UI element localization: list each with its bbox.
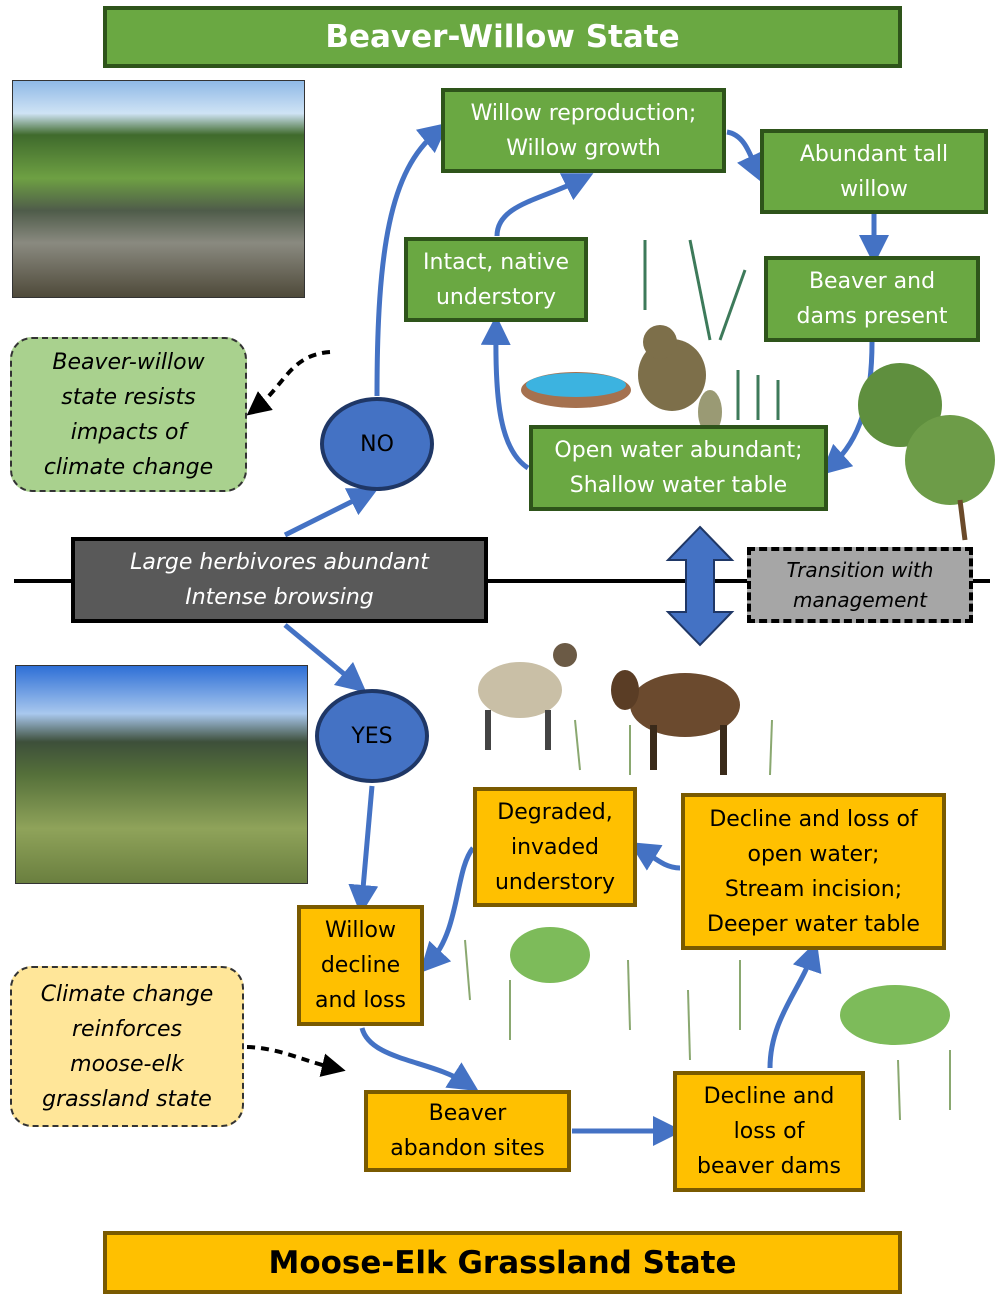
arrow-from-reinforces-callout (246, 1045, 346, 1077)
moose-elk-grassland-title: Moose-Elk Grassland State (103, 1231, 902, 1294)
transition-double-arrow (665, 525, 735, 647)
transition-with-management-box: Transition with management (747, 547, 973, 623)
arrow-degraded-to-willow (419, 846, 476, 973)
arrow-water-to-understory (480, 315, 530, 471)
trees-illustration (858, 363, 995, 541)
shrub-illustration (510, 927, 950, 1045)
willow-reproduction-box: Willow reproduction; Willow growth (441, 88, 726, 173)
no-decision-circle: NO (320, 397, 434, 491)
arrow-understory-to-repro (494, 173, 594, 237)
beaver-abandon-sites-box: Beaver abandon sites (364, 1090, 571, 1172)
abundant-tall-willow-box: Abundant tall willow (760, 129, 988, 214)
arrow-willow-to-abandon (359, 1027, 479, 1092)
decline-beaver-dams-box: Decline and loss of beaver dams (673, 1071, 865, 1192)
arrow-dams-to-water-loss (767, 940, 822, 1069)
arrow-yes-to-willow-decline (348, 785, 379, 915)
reinforces-grassland-callout: Climate change reinforces moose-elk gras… (10, 966, 244, 1127)
grass-illustration (464, 719, 951, 1121)
arrow-to-resists-callout (246, 350, 331, 416)
grassland-photo (15, 665, 308, 884)
plants-illustration (643, 239, 780, 420)
beaver-illustration (638, 325, 722, 434)
beaver-dams-present-box: Beaver and dams present (764, 256, 980, 342)
beaver-pond-photo (12, 80, 305, 298)
arrow-decision-to-no (283, 488, 379, 538)
resists-climate-change-callout: Beaver-willow state resists impacts of c… (10, 337, 247, 492)
arrow-waterloss-to-degraded (629, 842, 681, 871)
willow-decline-box: Willow decline and loss (297, 905, 424, 1026)
arrow-decision-to-yes (283, 623, 367, 693)
beaver-willow-state-title: Beaver-Willow State (103, 6, 902, 68)
open-water-abundant-box: Open water abundant; Shallow water table (529, 425, 828, 511)
arrow-no-to-willow (374, 122, 449, 397)
elk-illustration (478, 643, 577, 750)
degraded-understory-box: Degraded, invaded understory (473, 787, 637, 907)
decline-open-water-box: Decline and loss of open water; Stream i… (681, 793, 946, 950)
pond-illustration (521, 372, 631, 408)
moose-illustration (611, 670, 740, 775)
yes-decision-circle: YES (315, 689, 429, 783)
intact-understory-box: Intact, native understory (404, 237, 588, 322)
arrow-repro-to-tall (726, 129, 765, 184)
large-herbivores-decision-box: Large herbivores abundant Intense browsi… (71, 537, 488, 623)
